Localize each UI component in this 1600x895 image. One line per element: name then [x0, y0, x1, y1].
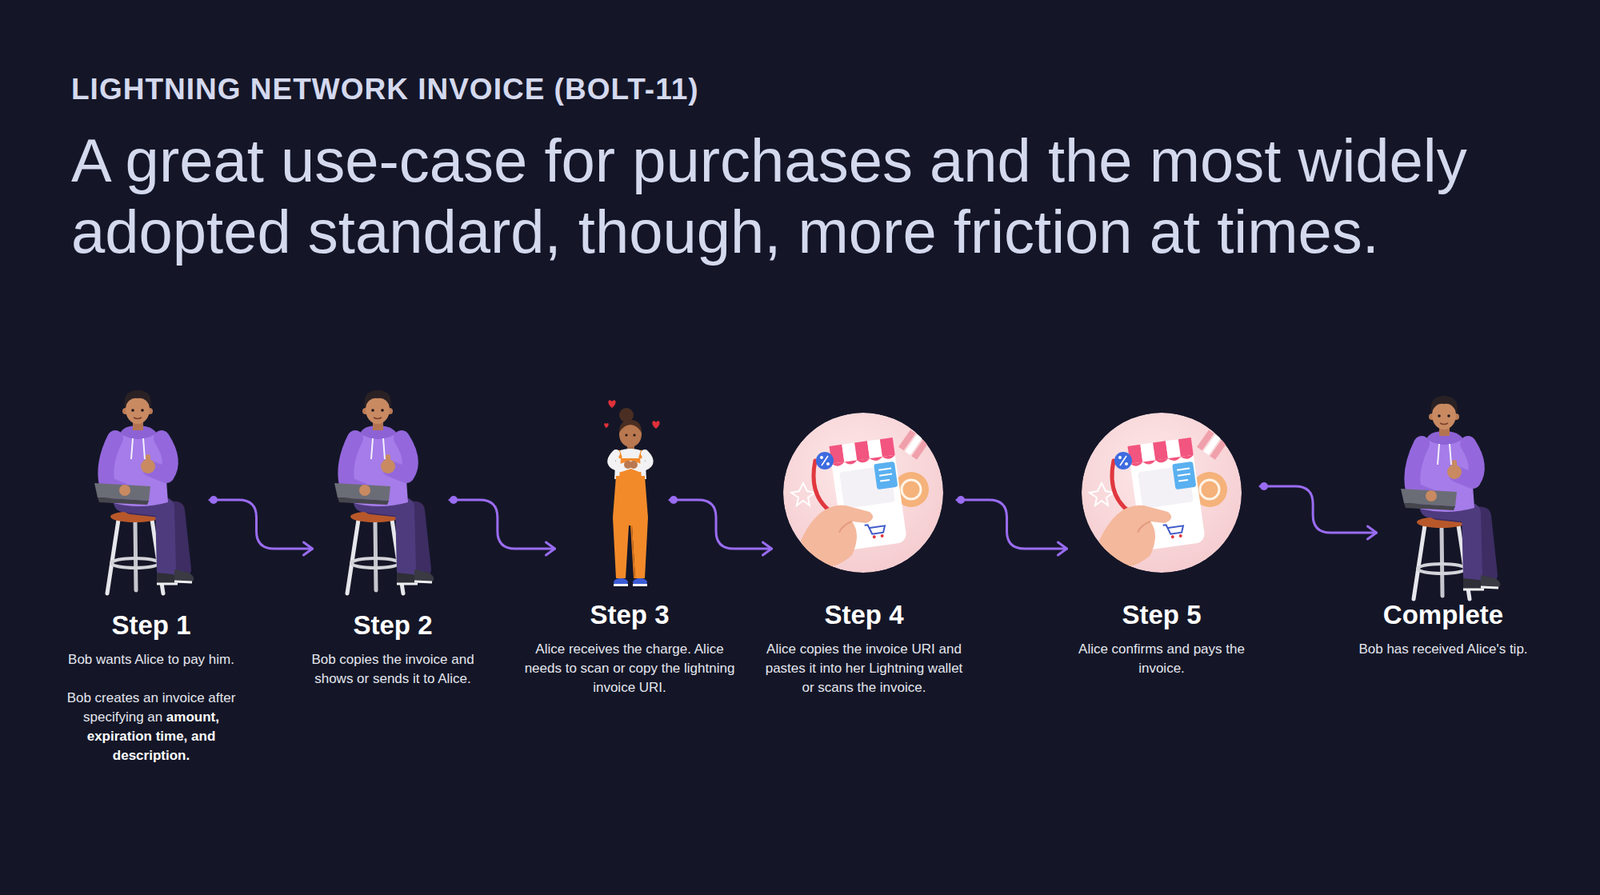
bob-figure: [94, 390, 194, 594]
shop-phone-icon: [1081, 412, 1242, 573]
step-paragraph: Alice confirms and pays the invoice.: [1072, 640, 1252, 679]
flow-arrow: [1260, 482, 1377, 540]
flow-arrow: [209, 496, 313, 556]
step-heading: Step 4: [759, 599, 969, 632]
arrow-head: [546, 542, 556, 556]
alice-figure: [604, 400, 660, 587]
step-node: Step 5Alice confirms and pays the invoic…: [1068, 385, 1260, 597]
step-text: Alice receives the charge. Alice needs t…: [524, 641, 736, 696]
step-paragraph: Alice receives the charge. Alice needs t…: [517, 640, 742, 698]
step-text: Bob copies the invoice and shows or send…: [311, 652, 474, 687]
step-text: Alice confirms and pays the invoice.: [1078, 641, 1245, 676]
step-node: Step 1Bob wants Alice to pay him.Bob cre…: [86, 385, 210, 597]
step-heading: Step 1: [59, 609, 244, 642]
step-heading: Step 5: [1072, 599, 1252, 632]
arrow-start-dot: [669, 496, 678, 504]
arrow-start-dot: [209, 496, 218, 504]
flow-arrow: [669, 496, 772, 556]
step-paragraph: Bob copies the invoice and shows or send…: [303, 650, 484, 689]
shop-phone-icon: [783, 412, 944, 573]
section-eyebrow: LIGHTNING NETWORK INVOICE (BOLT-11): [71, 72, 700, 108]
arrow-start-dot: [956, 496, 965, 504]
bob-figure: [1400, 396, 1500, 600]
arrow-head: [1058, 542, 1068, 556]
step-text: Alice copies the invoice URI and pastes …: [765, 641, 964, 696]
arrow-start-dot: [1260, 482, 1268, 491]
arrow-head: [763, 542, 772, 556]
arrow-start-dot: [449, 496, 458, 504]
flow-arrow-line: [669, 500, 772, 549]
step-heading: Complete: [1353, 599, 1534, 632]
step-caption: Step 5 Alice confirms and pays the invoic…: [1072, 599, 1252, 679]
headline-text: A great use-case for purchases and the m…: [71, 124, 1528, 268]
flow-arrow-line: [449, 500, 556, 549]
step-paragraph: Bob wants Alice to pay him.: [59, 650, 244, 670]
step-paragraph: Bob creates an invoice after specifying …: [59, 688, 244, 766]
flow-arrow-line: [209, 500, 313, 549]
step-caption: Step 4 Alice copies the invoice URI and p…: [759, 599, 969, 698]
step-paragraph: Alice copies the invoice URI and pastes …: [759, 640, 969, 698]
step-caption: Step 3 Alice receives the charge. Alice n…: [517, 599, 742, 698]
step-text: Bob has received Alice's tip.: [1358, 641, 1528, 657]
step-caption: Step 2 Bob copies the invoice and shows o…: [303, 609, 484, 689]
step-paragraph: Bob has received Alice's tip.: [1353, 640, 1534, 660]
step-node: Step 4Alice copies the invoice URI and p…: [772, 385, 957, 597]
flow-arrow-line: [956, 500, 1068, 549]
arrow-head: [304, 542, 313, 556]
arrow-head: [1368, 526, 1377, 540]
step-heading: Step 2: [303, 609, 484, 642]
step-text: Bob wants Alice to pay him.: [68, 652, 235, 668]
step-node: Step 2Bob copies the invoice and shows o…: [313, 385, 450, 597]
step-heading: Step 3: [517, 599, 742, 632]
flow-arrow-line: [1260, 486, 1377, 533]
step-caption: Step 1 Bob wants Alice to pay him. Bob cre…: [59, 609, 244, 766]
flow-arrow: [956, 496, 1068, 556]
step-node: Step 3Alice receives the charge. Alice n…: [556, 385, 670, 597]
step-node: CompleteBob has received Alice's tip.: [1377, 385, 1504, 597]
flow-arrow: [449, 496, 556, 556]
step-caption: CompleteBob has received Alice's tip.: [1353, 599, 1534, 660]
bob-figure: [334, 390, 434, 594]
